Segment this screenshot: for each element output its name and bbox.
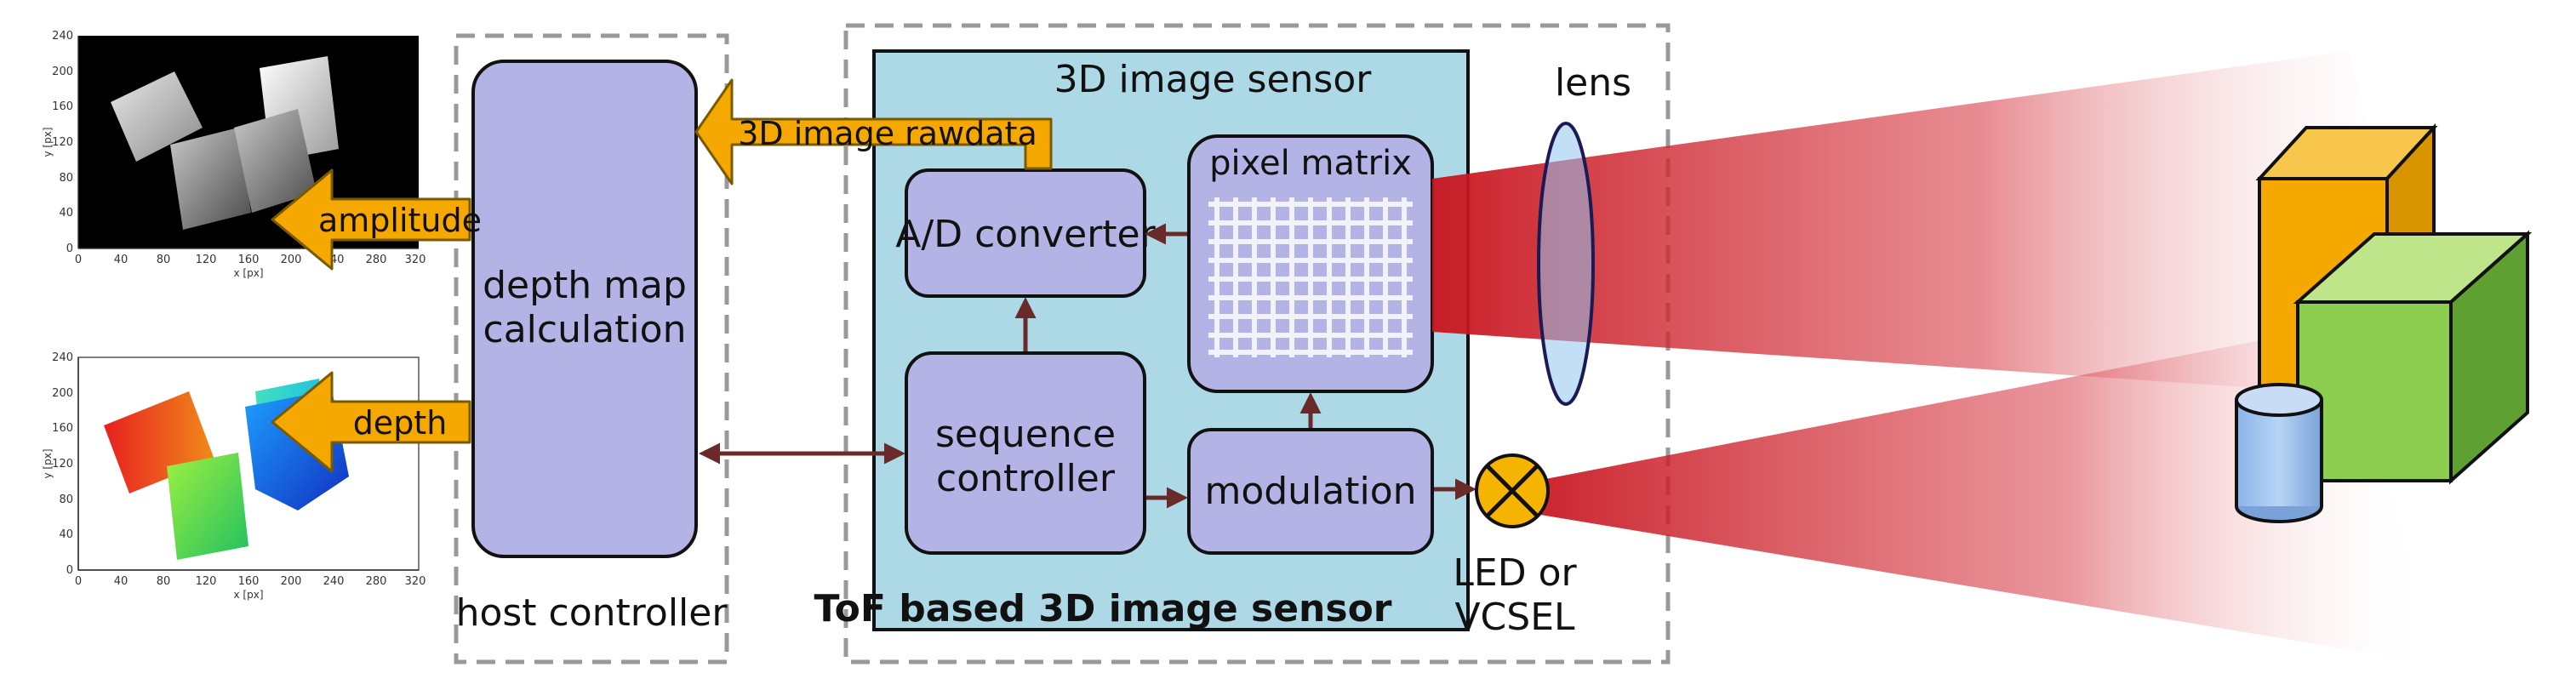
depth-x-tick: 280 [366, 575, 387, 588]
depth-x-tick: 240 [323, 575, 345, 588]
sequence-controller-block [905, 351, 1146, 555]
depth-y-tick: 160 [52, 422, 73, 435]
amplitude-arrow-label: amplitude [318, 202, 482, 239]
led-label-2: VCSEL [1454, 596, 1575, 639]
rawdata-arrow-label: 3D image rawdata [738, 115, 1037, 152]
amplitude-x-label: x [px] [234, 267, 264, 279]
amplitude-arrow: amplitude [271, 168, 482, 271]
modulation-block [1187, 428, 1434, 555]
amplitude-y-ticks: 0 40 80 120 160 200 240 [52, 30, 73, 255]
depth-cube-green [167, 453, 248, 560]
depth-y-tick: 240 [52, 351, 73, 364]
depth-x-label: x [px] [234, 589, 264, 601]
amplitude-x-tick: 120 [196, 254, 217, 266]
amplitude-y-tick: 0 [66, 242, 73, 255]
ad-converter-label: A/D converter [895, 213, 1156, 256]
depth-y-label: y [px] [42, 449, 54, 479]
depth-x-tick: 40 [114, 575, 129, 588]
amplitude-y-tick: 40 [59, 207, 73, 220]
depth-x-ticks: 0 40 80 120 160 200 240 280 320 [75, 575, 426, 588]
scene-objects [2235, 123, 2533, 523]
depth-y-tick: 120 [52, 458, 73, 471]
depth-map-label-1: depth map [483, 264, 687, 307]
depth-y-tick: 0 [66, 564, 73, 577]
amplitude-x-tick: 280 [366, 254, 387, 266]
lens-icon [1537, 122, 1595, 406]
amplitude-x-tick: 0 [75, 254, 82, 266]
returning-light-beam [1432, 51, 2434, 400]
internal-connectors [699, 223, 1476, 509]
amplitude-x-ticks: 0 40 80 120 160 200 240 280 320 [75, 254, 426, 266]
depth-x-tick: 0 [75, 575, 82, 588]
depth-x-tick: 80 [157, 575, 171, 588]
rawdata-arrow: 3D image rawdata [694, 78, 1053, 185]
depth-y-tick: 80 [59, 493, 73, 506]
cylinder-icon [2235, 383, 2323, 523]
sequence-controller-label-1: sequence [935, 413, 1116, 456]
depth-y-ticks: 0 40 80 120 160 200 240 [52, 351, 73, 577]
depth-arrow: depth [271, 371, 471, 473]
amplitude-y-tick: 200 [52, 66, 73, 78]
depth-x-tick: 320 [405, 575, 426, 588]
depth-x-tick: 120 [196, 575, 217, 588]
depth-y-tick: 40 [59, 528, 73, 541]
amplitude-x-tick: 160 [238, 254, 260, 266]
amplitude-y-tick: 240 [52, 30, 73, 43]
emitted-light-beam [1515, 323, 2434, 664]
amplitude-cube-1 [111, 71, 203, 162]
amplitude-y-label: y [px] [42, 128, 54, 157]
depth-plot: 0 40 80 120 160 200 240 280 320 0 40 80 … [42, 351, 426, 601]
led-vcsel-icon [1475, 453, 1550, 528]
depth-arrow-label: depth [353, 404, 448, 442]
host-controller-label: host controller [456, 591, 728, 635]
depth-x-tick: 200 [281, 575, 302, 588]
amplitude-x-tick: 320 [405, 254, 426, 266]
depth-x-tick: 160 [238, 575, 260, 588]
depth-y-tick: 200 [52, 387, 73, 400]
3d-image-sensor-label: 3D image sensor [1054, 58, 1373, 101]
tof-sensor-label: ToF based 3D image sensor [814, 587, 1391, 630]
amplitude-y-tick: 80 [59, 172, 73, 185]
amplitude-cube-4 [234, 109, 317, 213]
amplitude-cube-2 [170, 128, 251, 230]
modulation-label: modulation [1204, 470, 1416, 513]
pixel-grid [1208, 197, 1413, 357]
sequence-controller-label-2: controller [936, 457, 1116, 500]
amplitude-y-tick: 160 [52, 100, 73, 113]
amplitude-plot: 0 40 80 120 160 200 240 280 320 0 40 80 … [42, 30, 426, 279]
amplitude-y-tick: 120 [52, 136, 73, 149]
pixel-matrix-label: pixel matrix [1209, 144, 1412, 183]
led-label-1: LED or [1453, 551, 1577, 595]
amplitude-x-tick: 80 [157, 254, 171, 266]
depth-map-block [471, 60, 698, 558]
amplitude-x-tick: 40 [114, 254, 129, 266]
lens-label: lens [1555, 61, 1631, 105]
amplitude-x-tick: 200 [281, 254, 302, 266]
green-cube-icon [2293, 230, 2533, 485]
depth-map-label-2: calculation [483, 308, 687, 351]
host-controller-region [454, 33, 729, 664]
